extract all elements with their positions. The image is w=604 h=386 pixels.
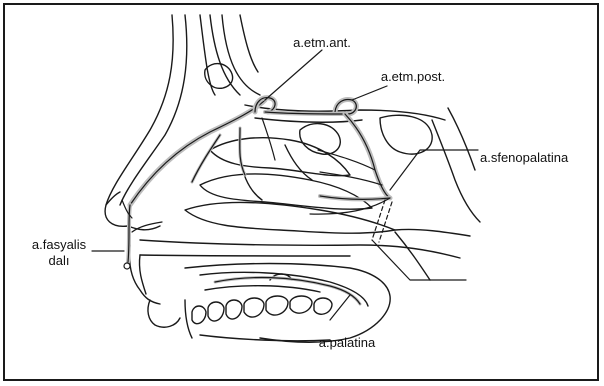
nose-profile [105,15,260,230]
label-sfenopalatina: a.sfenopalatina [480,151,568,164]
leader-sfenopalatina [390,150,478,190]
nasal-floor [129,240,460,304]
label-etm-ant: a.etm.ant. [293,36,351,49]
label-palatina: a.palatina [319,336,375,349]
leader-etm-post [352,86,387,100]
label-fasyalis-dali: dalı [49,254,70,267]
pharynx [395,229,470,280]
label-etm-post: a.etm.post. [381,70,445,83]
label-fasyalis: a.fasyalis [32,238,86,251]
lips-chin [139,255,180,327]
leader-etm-ant [265,50,322,100]
leader-palatina [330,295,350,320]
